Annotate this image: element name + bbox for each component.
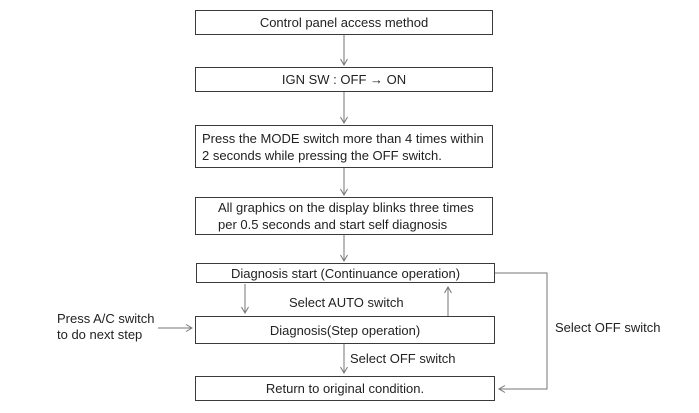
flow-box-label: Control panel access method — [259, 15, 429, 30]
flow-box-label-line: per 0.5 seconds and start self diagnosis — [218, 217, 448, 232]
flow-box-return-to-original-condition: Return to original condition. — [195, 376, 495, 401]
flow-box-diagnosis-start-continuance: Diagnosis start (Continuance operation) — [196, 263, 495, 283]
flow-box-label: Return to original condition. — [265, 381, 425, 396]
flow-box-ign-sw-off-on: IGN SW : OFF → ON — [195, 67, 493, 92]
edge-label-select-off-switch-loop: Select OFF switch — [555, 320, 661, 335]
edge-label-select-off-switch-mid: Select OFF switch — [350, 351, 456, 366]
flow-box-label-line: 2 seconds while pressing the OFF switch. — [202, 147, 442, 163]
edge-label-press-ac-switch: Press A/C switch to do next step — [57, 311, 155, 343]
flow-box-diagnosis-step-operation: Diagnosis(Step operation) — [195, 316, 495, 344]
arrow-diagstart-loop-to-return — [495, 272, 548, 393]
edge-label-select-auto-switch: Select AUTO switch — [289, 295, 404, 310]
flow-box-label-line: All graphics on the display blinks three… — [218, 200, 474, 215]
flow-box-graphics-blink-self-diagnosis: All graphics on the display blinks three… — [195, 197, 493, 235]
edge-label-line: Press A/C switch — [57, 311, 155, 326]
edge-label-line: to do next step — [57, 327, 143, 342]
flow-box-label: Diagnosis start (Continuance operation) — [230, 265, 461, 281]
flow-box-label-line: Press the MODE switch more than 4 times … — [202, 130, 484, 146]
flow-box-label: Diagnosis(Step operation) — [269, 322, 421, 338]
flow-box-press-mode-switch: Press the MODE switch more than 4 times … — [195, 125, 493, 168]
flow-box-control-panel-access-method: Control panel access method — [195, 10, 493, 35]
flow-box-label: IGN SW : OFF → ON — [281, 72, 407, 87]
